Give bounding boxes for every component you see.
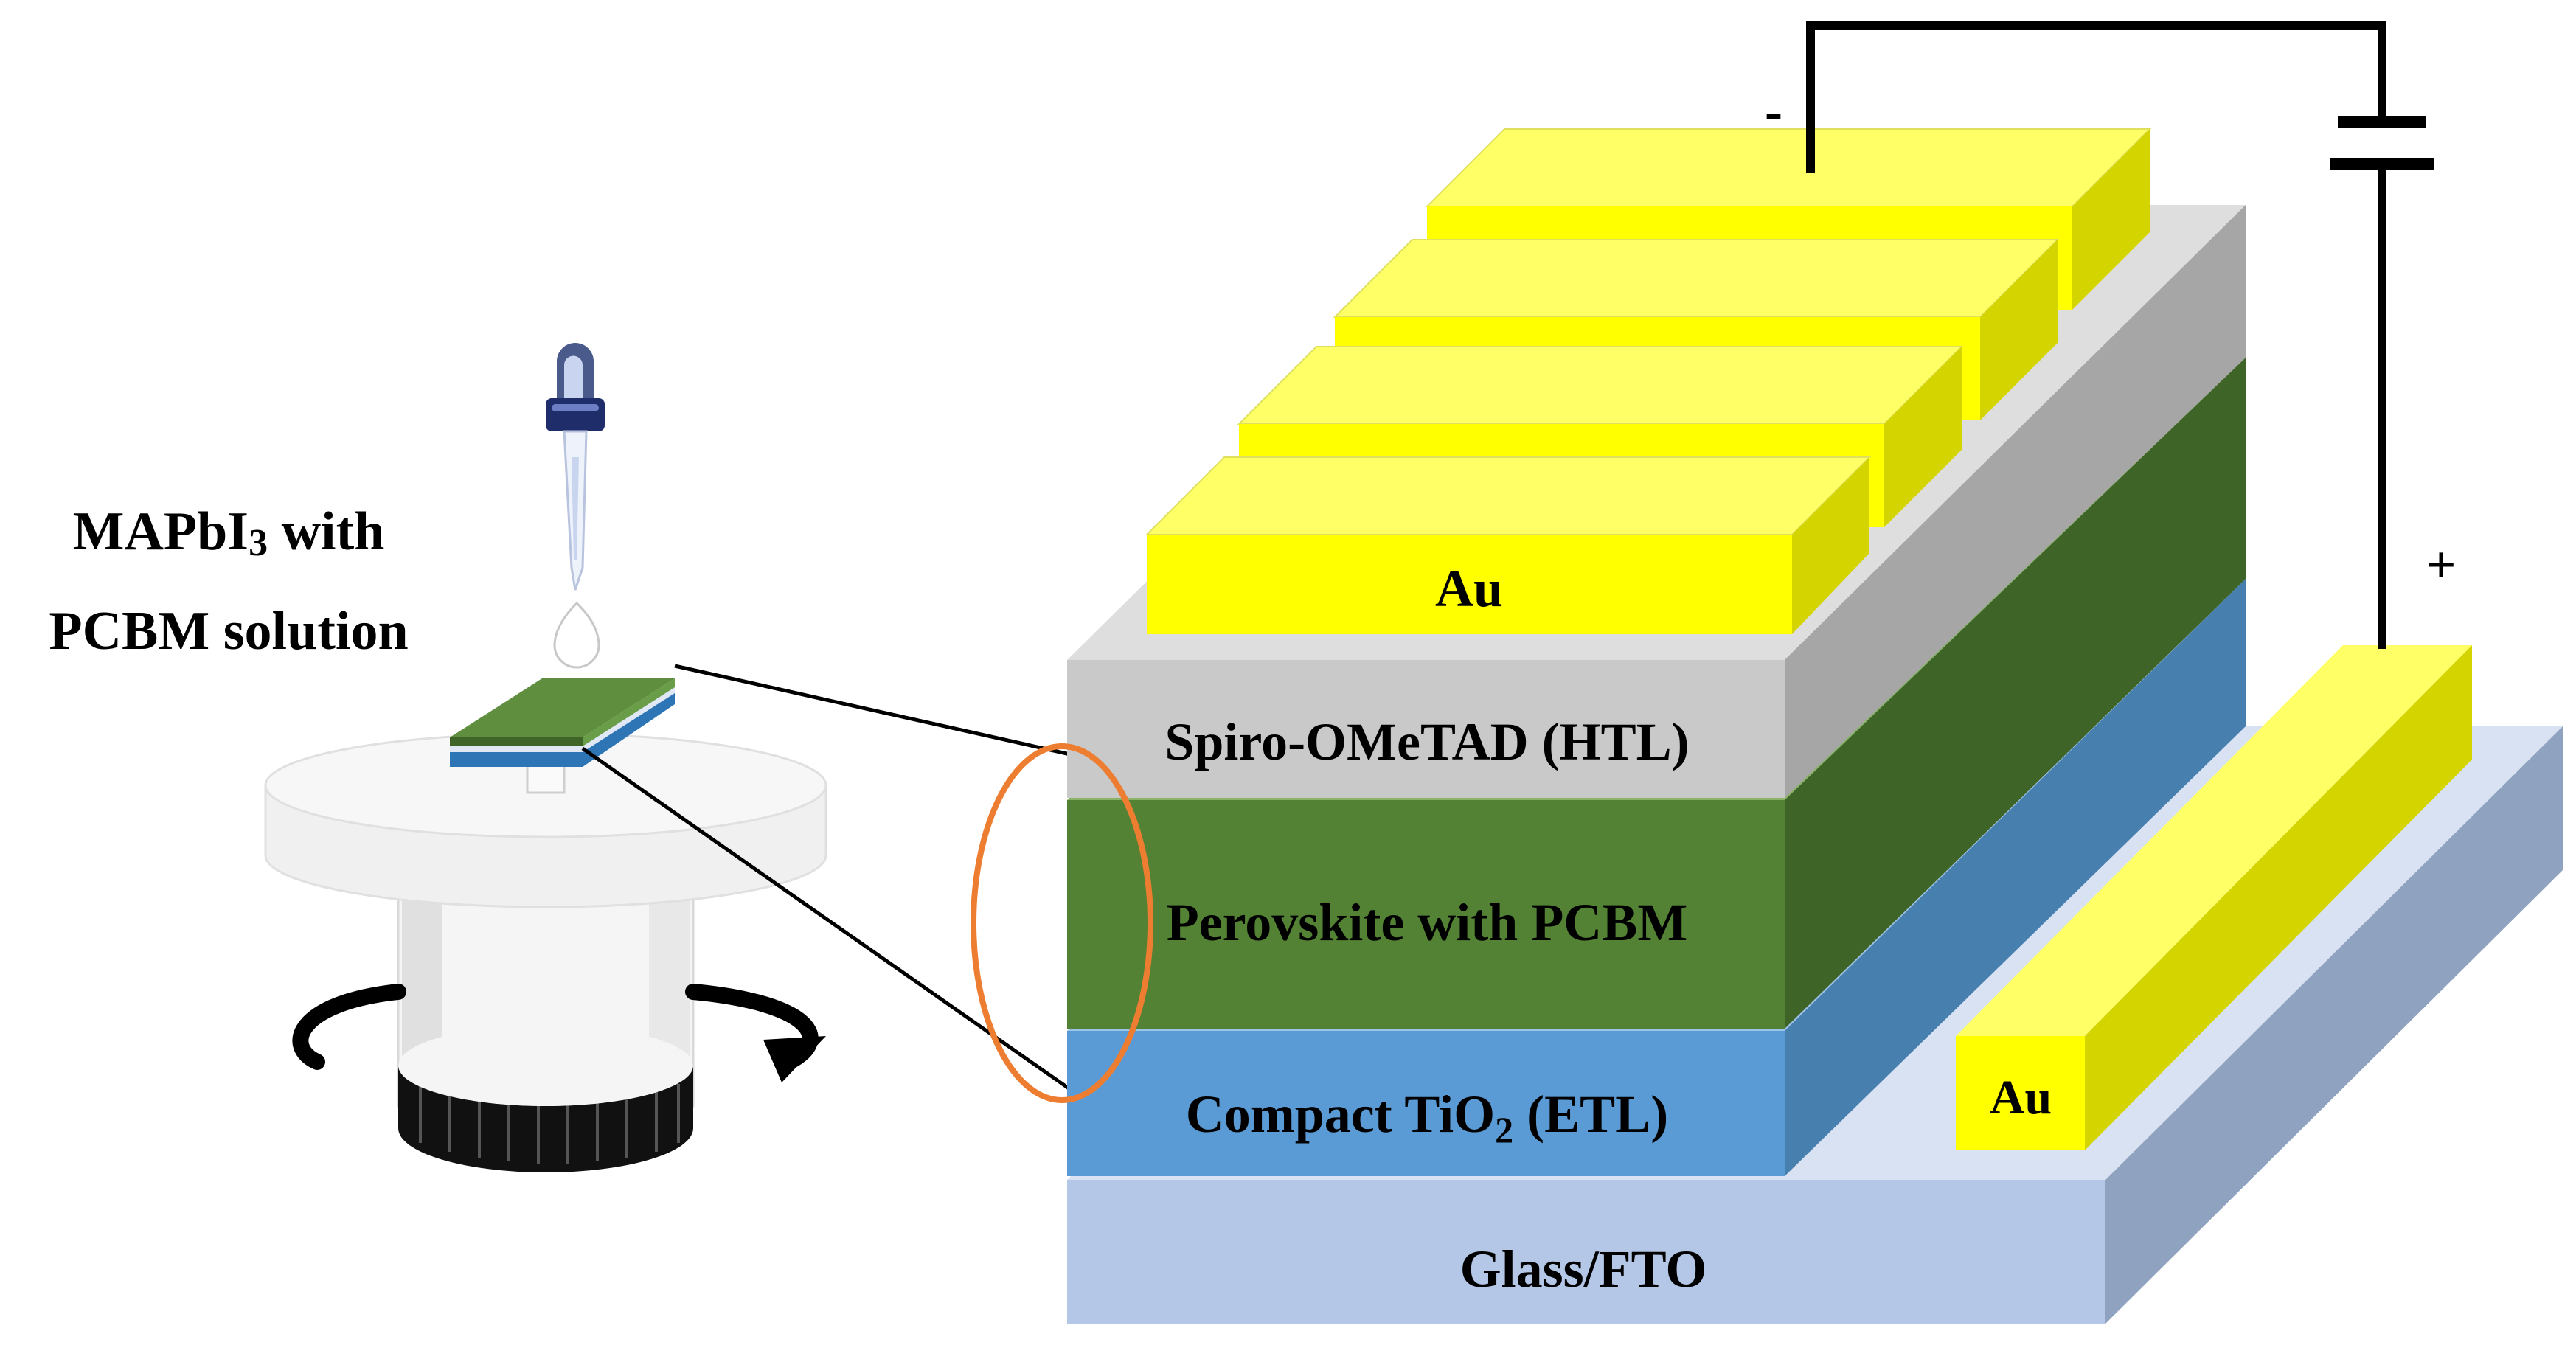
htl-label: Spiro-OMeTAD (HTL) [1164, 712, 1689, 771]
droplet-icon [553, 601, 600, 669]
gold-electrode-side [1956, 645, 2472, 1150]
etl-label: Compact TiO2 (ETL) [1186, 1085, 1668, 1150]
substrate-icon [450, 678, 675, 767]
dropper-icon [546, 343, 605, 591]
battery-icon [2330, 116, 2434, 170]
solution-label-line2: PCBM solution [49, 601, 408, 661]
rotation-arrow-icon [292, 984, 826, 1082]
au-top-label: Au [1435, 559, 1503, 618]
circuit-wire [1806, 21, 2386, 649]
perovskite-label: Perovskite with PCBM [1167, 893, 1688, 952]
solution-label-line1: MAPbI3 with [73, 501, 385, 564]
spin-coater-icon [264, 732, 827, 1172]
glass-label: Glass/FTO [1460, 1240, 1707, 1299]
gold-electrode-1 [1145, 456, 1872, 634]
au-side-label: Au [1990, 1071, 2052, 1125]
negative-terminal-label: - [1765, 82, 1782, 141]
positive-terminal-label: + [2426, 535, 2456, 594]
highlight-ellipse [971, 743, 1153, 1103]
